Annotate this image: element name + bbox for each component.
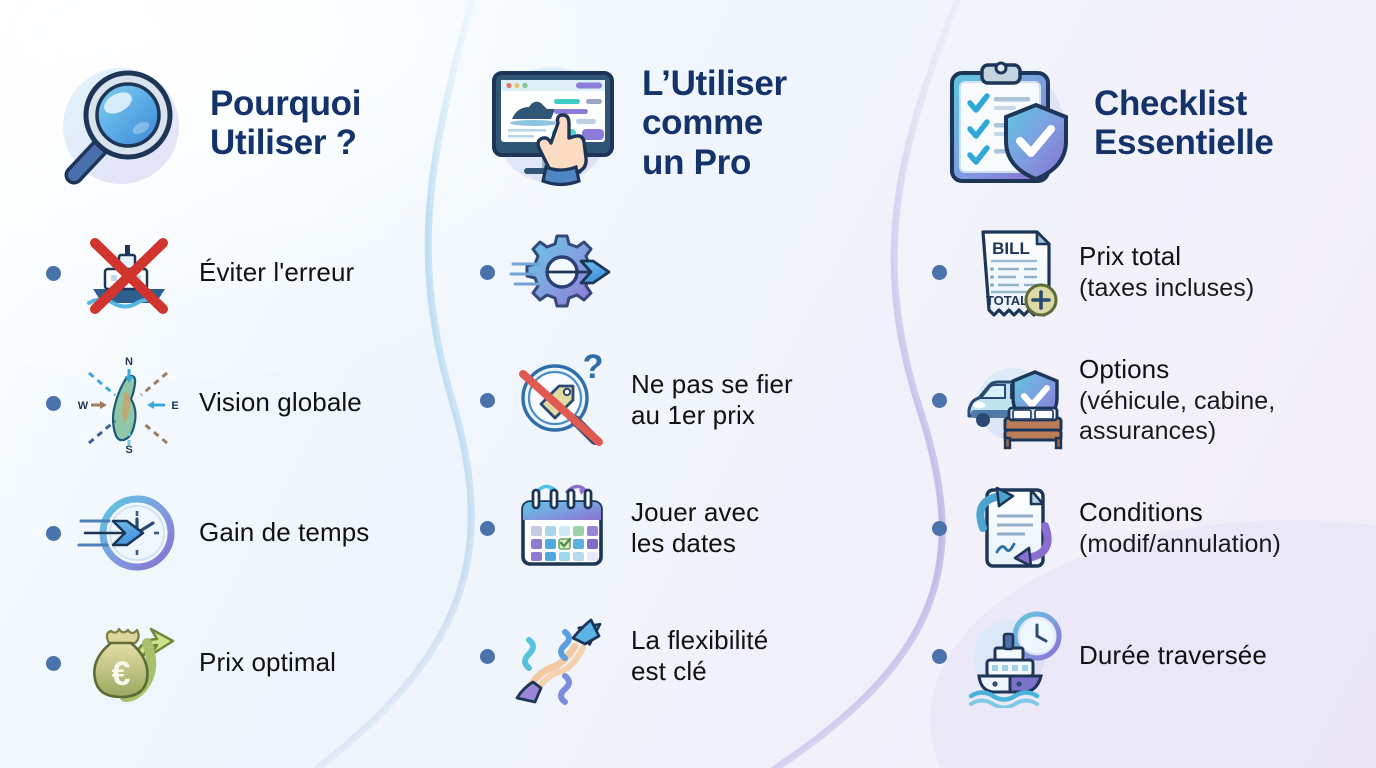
list-item: Options (véhicule, cabine, assurances) bbox=[932, 336, 1376, 464]
list-item-label: Ne pas se fier au 1er prix bbox=[631, 368, 793, 430]
column-title: Checklist Essentielle bbox=[1094, 83, 1274, 162]
bill-title-text: BILL bbox=[992, 239, 1030, 258]
list-item-label: Options (véhicule, cabine, assurances) bbox=[1079, 323, 1275, 477]
list-item-label: Conditions (modif/annulation) bbox=[1079, 466, 1281, 590]
column-list: ? Ne pas se fier au 1er prix bbox=[480, 208, 916, 720]
bullet-dot bbox=[480, 392, 495, 408]
column-header: L’Utiliser comme un Pro bbox=[480, 48, 916, 198]
list-item bbox=[480, 208, 916, 336]
corsica-map-compass-icon: N S E W bbox=[75, 349, 183, 457]
bullet-dot bbox=[46, 525, 61, 541]
price-tag-magnifier-crossed-icon: ? bbox=[509, 348, 613, 452]
bullet-dot bbox=[46, 655, 61, 671]
car-cabin-shield-icon bbox=[961, 348, 1065, 452]
gear-arrow-speed-icon bbox=[509, 220, 613, 324]
compass-label-w: W bbox=[78, 400, 89, 412]
list-item-label: Gain de temps bbox=[199, 517, 370, 548]
list-item-title: Conditions bbox=[1079, 497, 1203, 528]
list-item: N S E W bbox=[46, 338, 468, 468]
column-pourquoi-utiliser: Pourquoi Utiliser ? bbox=[0, 0, 468, 768]
list-item-label: Prix optimal bbox=[199, 647, 337, 678]
list-item-subtitle: (véhicule, cabine, assurances) bbox=[1079, 386, 1276, 445]
column-utiliser-comme-un-pro: L’Utiliser comme un Pro bbox=[468, 0, 916, 768]
list-item: La flexibilité est clé bbox=[480, 592, 916, 720]
bullet-dot bbox=[480, 264, 495, 280]
column-list: Éviter l'erreur N S E W bbox=[46, 208, 468, 728]
fast-clock-icon bbox=[75, 479, 183, 587]
bullet-dot bbox=[46, 395, 61, 411]
list-item-title: Durée traversée bbox=[1079, 640, 1267, 671]
bullet-dot bbox=[932, 392, 947, 408]
column-title: L’Utiliser comme un Pro bbox=[642, 64, 787, 182]
bill-total-text: TOTAL bbox=[986, 293, 1028, 308]
compass-label-s: S bbox=[125, 444, 132, 456]
list-item-title: Options bbox=[1079, 354, 1170, 385]
compass-label-n: N bbox=[125, 356, 133, 368]
list-item-label: La flexibilité est clé bbox=[631, 624, 769, 686]
document-exchange-icon bbox=[961, 476, 1065, 580]
flexible-double-arrow-icon bbox=[509, 604, 613, 708]
svg-text:?: ? bbox=[583, 348, 604, 386]
list-item: ? Ne pas se fier au 1er prix bbox=[480, 336, 916, 464]
bullet-dot bbox=[480, 648, 495, 664]
bullet-dot bbox=[932, 264, 947, 280]
money-bag-euro-arrow-icon: € bbox=[75, 609, 183, 717]
bullet-dot bbox=[46, 265, 61, 281]
clipboard-shield-check-icon bbox=[932, 49, 1080, 197]
magnifying-glass-icon bbox=[46, 48, 196, 198]
list-item: Conditions (modif/annulation) bbox=[932, 464, 1376, 592]
compass-label-e: E bbox=[171, 400, 178, 412]
svg-text:€: € bbox=[112, 655, 131, 693]
ferry-crossed-out-icon bbox=[75, 219, 183, 327]
column-list: BILL TOTAL Prix tot bbox=[932, 208, 1376, 720]
list-item-label: Vision globale bbox=[199, 387, 362, 418]
list-item: Jouer avec les dates bbox=[480, 464, 916, 592]
bill-total-plus-icon: BILL TOTAL bbox=[961, 220, 1065, 324]
list-item: Durée traversée bbox=[932, 592, 1376, 720]
list-item-title: Prix total bbox=[1079, 241, 1182, 272]
column-header: Checklist Essentielle bbox=[932, 48, 1376, 198]
bullet-dot bbox=[932, 648, 947, 664]
list-item: € Prix optimal bbox=[46, 598, 468, 728]
ferry-clock-icon bbox=[961, 604, 1065, 710]
column-header: Pourquoi Utiliser ? bbox=[46, 48, 468, 198]
bullet-dot bbox=[480, 520, 495, 536]
calendar-swap-dates-icon bbox=[509, 476, 613, 580]
list-item: Éviter l'erreur bbox=[46, 208, 468, 338]
list-item-subtitle: (modif/annulation) bbox=[1079, 529, 1281, 558]
list-item-label: Durée traversée bbox=[1079, 609, 1267, 703]
desktop-booking-cursor-icon bbox=[480, 49, 628, 197]
list-item-label: Prix total (taxes incluses) bbox=[1079, 210, 1254, 334]
list-item-subtitle: (taxes incluses) bbox=[1079, 273, 1255, 302]
list-item-label: Jouer avec les dates bbox=[631, 496, 760, 558]
list-item-label: Éviter l'erreur bbox=[199, 257, 355, 288]
list-item: Gain de temps bbox=[46, 468, 468, 598]
column-checklist-essentielle: Checklist Essentielle BILL bbox=[916, 0, 1376, 768]
list-item: BILL TOTAL Prix tot bbox=[932, 208, 1376, 336]
column-title: Pourquoi Utiliser ? bbox=[210, 83, 362, 162]
bullet-dot bbox=[932, 520, 947, 536]
